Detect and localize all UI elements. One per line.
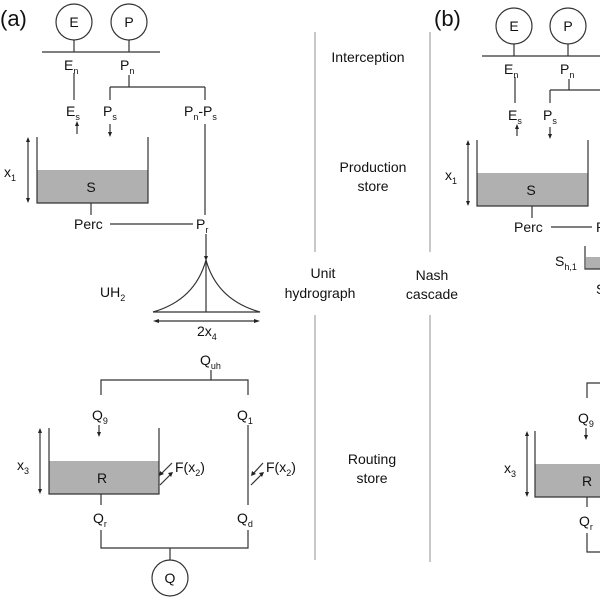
pr-label: Pr — [196, 216, 208, 235]
perc-label-b: Perc — [514, 219, 543, 235]
fx2-label-routing: F(x2) — [175, 459, 205, 478]
pr-label-b: P — [596, 219, 600, 235]
store-r-label: R — [97, 470, 107, 486]
stage-interception: Interception — [331, 49, 404, 65]
uh2-label: UH2 — [100, 284, 125, 303]
production-store-fill — [37, 170, 148, 203]
2x4-label: 2x4 — [197, 323, 217, 342]
qr-label-b: Qr — [579, 513, 593, 532]
es-label-b: Es — [508, 107, 522, 126]
qd-label: Qd — [237, 510, 253, 529]
svg-text:S: S — [596, 281, 600, 297]
store-s-label: S — [86, 179, 95, 195]
x1-label: x1 — [4, 164, 16, 183]
routing-store-b — [534, 431, 600, 498]
q1-label: Q1 — [237, 407, 253, 426]
panel-a: E P En Pn Es Ps Pn-Ps S x1 Perc Pr — [4, 3, 296, 597]
stage-nash-2: cascade — [406, 286, 458, 302]
quh-label: Quh — [200, 352, 221, 371]
routing-store-fill — [49, 461, 159, 494]
qr-label: Qr — [93, 510, 107, 529]
ps-label: Ps — [103, 103, 117, 122]
q9-label: Q9 — [92, 407, 108, 426]
discharge-label: Q — [165, 570, 176, 586]
stage-uh-1: Unit — [311, 265, 336, 281]
panel-b-label: (b) — [434, 6, 461, 31]
precip-label: P — [124, 14, 133, 30]
stage-nash-1: Nash — [416, 267, 449, 283]
x1-label-b: x1 — [445, 167, 457, 186]
stage-production-1: Production — [340, 159, 407, 175]
stage-routing-1: Routing — [348, 451, 396, 467]
routing-store — [48, 428, 160, 495]
evap-label: E — [69, 14, 78, 30]
stage-uh-2: hydrograph — [285, 285, 356, 301]
store-r-label-b: R — [582, 473, 592, 489]
store-s-label-b: S — [526, 182, 535, 198]
q9-label-b: Q9 — [578, 410, 594, 429]
production-store — [36, 137, 149, 204]
x3-label: x3 — [17, 457, 29, 476]
stage-production-2: store — [357, 178, 388, 194]
stage-routing-2: store — [356, 470, 387, 486]
fx2-label-direct: F(x2) — [266, 459, 296, 478]
en-label-b: En — [504, 61, 518, 80]
perc-label: Perc — [74, 216, 103, 232]
sh1-label: Sh,1 — [555, 253, 577, 272]
pn-label: Pn — [120, 57, 134, 76]
en-label: En — [64, 57, 78, 76]
ps-label-b: Ps — [543, 107, 557, 126]
precip-label-b: P — [563, 18, 572, 34]
discharge-circle — [151, 559, 189, 597]
es-label: Es — [66, 103, 80, 122]
evap-label-b: E — [509, 18, 518, 34]
panel-b: E P En Pn Es Ps S x1 Perc P Sh,1 S — [445, 7, 600, 553]
x3-label-b: x3 — [504, 460, 516, 479]
pn-ps-label: Pn-Ps — [184, 103, 217, 122]
panel-a-label: (a) — [0, 6, 27, 31]
pn-label-b: Pn — [560, 61, 574, 80]
